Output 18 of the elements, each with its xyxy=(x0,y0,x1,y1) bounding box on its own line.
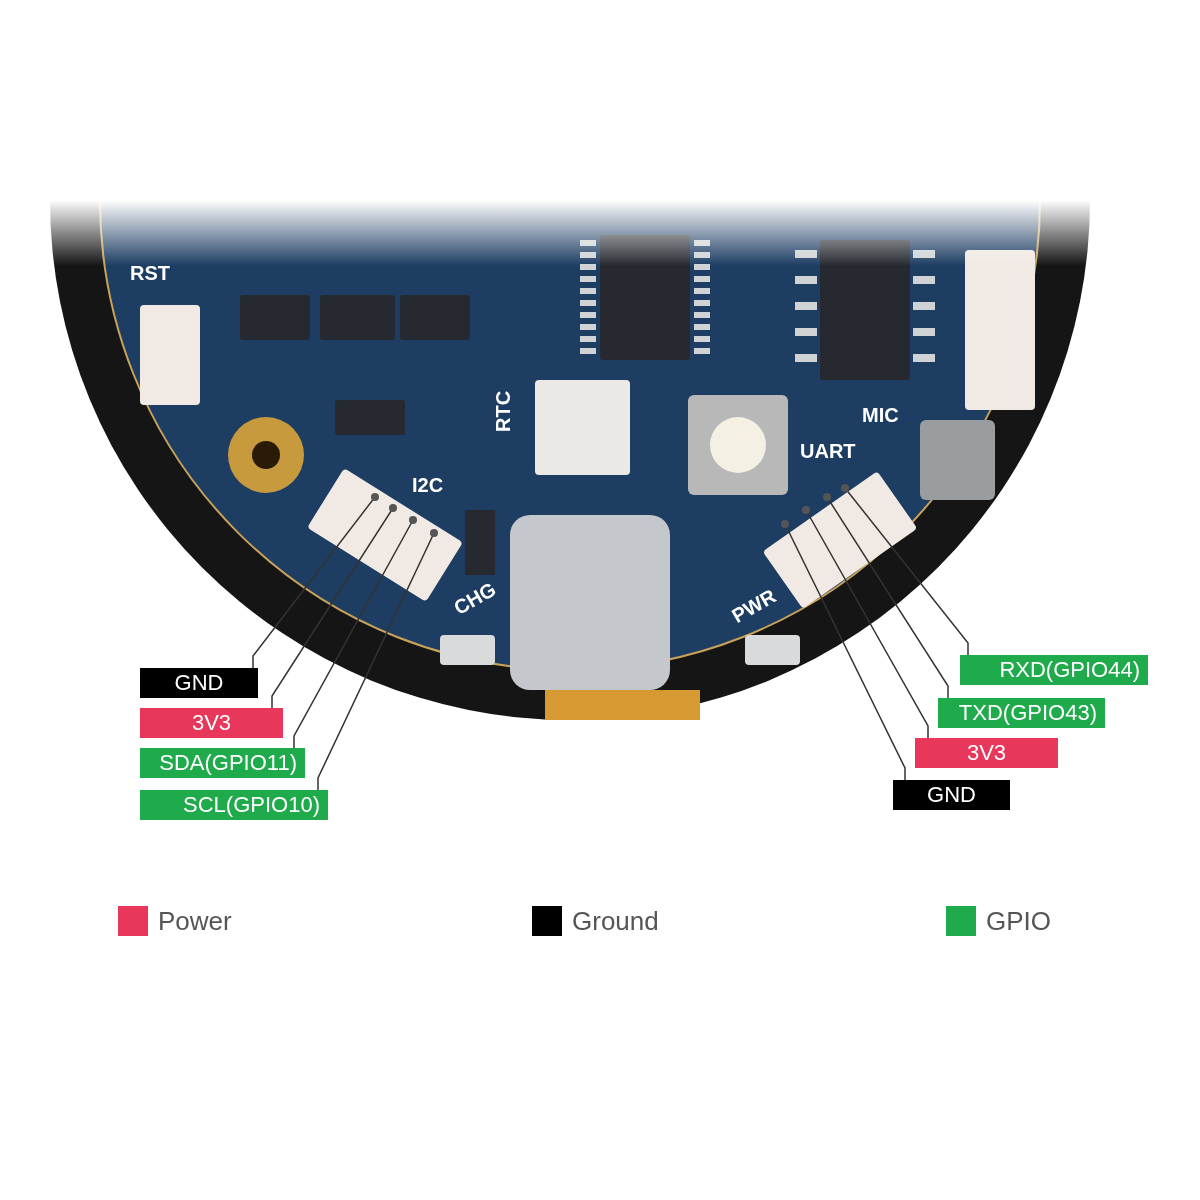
pin-label: SDA(GPIO11) xyxy=(140,748,305,778)
pin-label: SCL(GPIO10) xyxy=(140,790,328,820)
silkscreen-label: UART xyxy=(800,440,856,462)
pin-label: 3V3 xyxy=(915,738,1058,768)
silkscreen-label: PWR xyxy=(728,584,780,628)
silkscreen-label: I2C xyxy=(412,474,444,496)
silkscreen-label: CHG xyxy=(450,577,500,620)
pin-label: RXD(GPIO44) xyxy=(960,655,1148,685)
silkscreen-label: RTC xyxy=(492,390,514,432)
legend-label: GPIO xyxy=(986,906,1051,936)
pin-label: TXD(GPIO43) xyxy=(938,698,1105,728)
pin-label: GND xyxy=(893,780,1010,810)
legend-label: Power xyxy=(158,906,232,936)
silkscreen-label: MIC xyxy=(862,404,899,426)
pin-label: 3V3 xyxy=(140,708,283,738)
pin-label: GND xyxy=(140,668,258,698)
silkscreen-label: RST xyxy=(130,262,170,284)
legend-label: Ground xyxy=(572,906,659,936)
